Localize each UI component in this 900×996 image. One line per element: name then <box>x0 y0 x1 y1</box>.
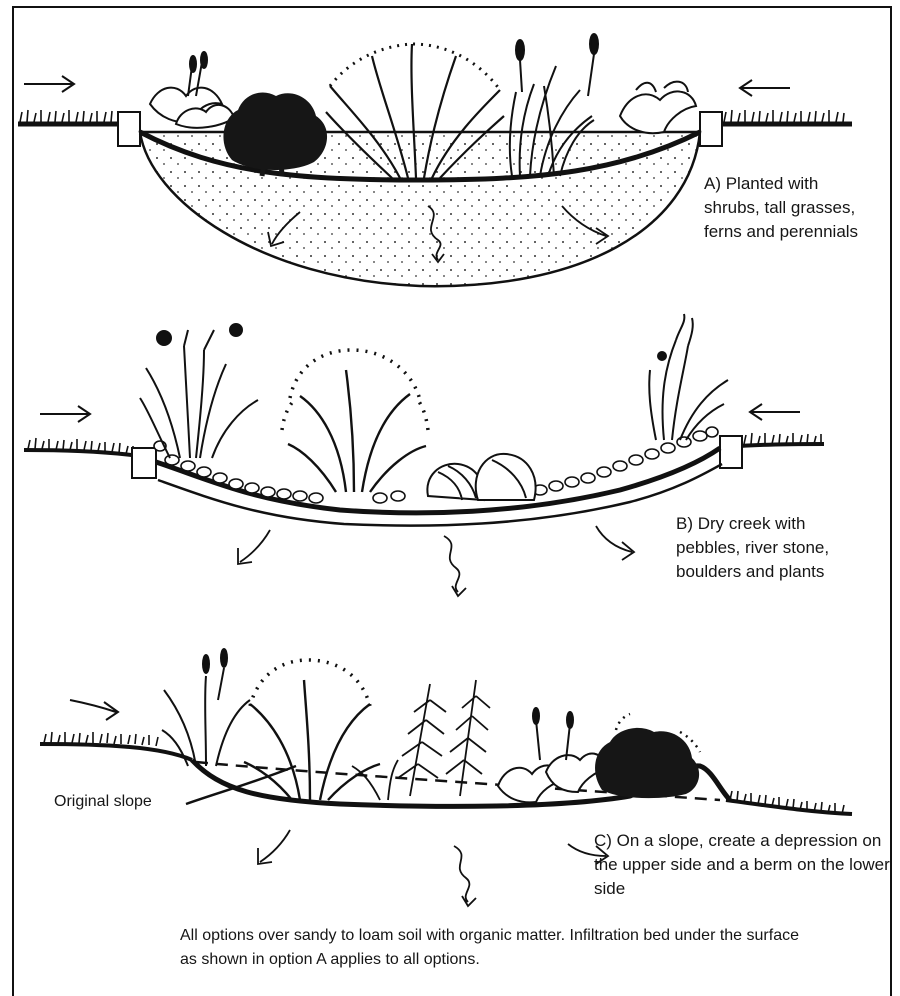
inflow-arrow-icon <box>70 700 118 720</box>
edging-block <box>700 112 722 146</box>
inflow-arrow-icon <box>24 76 74 92</box>
edging-block <box>118 112 140 146</box>
grass-left-b <box>24 438 140 456</box>
grass-right-b <box>740 433 824 446</box>
perennials-left-a <box>150 52 234 128</box>
lily-right-a <box>620 82 696 134</box>
option-b-caption: B) Dry creek with pebbles, river stone, … <box>676 512 866 584</box>
edging-block <box>720 436 742 468</box>
fern-plants-c <box>352 680 490 800</box>
infiltration-arrow-icon <box>238 526 634 596</box>
iris-plant-left-b <box>140 324 258 458</box>
grass-right-c <box>726 791 852 814</box>
inflow-arrow-icon <box>740 80 790 96</box>
grass-right-a <box>720 110 852 124</box>
infiltration-arrow-icon <box>258 830 608 906</box>
option-c-caption: C) On a slope, create a depression on th… <box>594 829 894 901</box>
option-a-section <box>18 34 852 286</box>
inflow-arrow-icon <box>40 406 90 422</box>
option-a-caption: A) Planted with shrubs, tall grasses, fe… <box>704 172 874 244</box>
grass-plant-right-b <box>649 314 728 440</box>
infiltration-bed <box>140 132 700 286</box>
grass-left-a <box>18 110 125 124</box>
boulders <box>427 454 535 500</box>
inflow-arrow-icon <box>750 404 800 420</box>
footnote: All options over sandy to loam soil with… <box>180 924 820 972</box>
edging-block <box>132 448 156 478</box>
original-slope-label: Original slope <box>54 790 152 814</box>
shrub-on-berm-c <box>595 714 700 798</box>
flowering-shrub-b <box>282 350 428 492</box>
perennials-c <box>498 708 608 802</box>
iris-plant-c <box>162 649 250 766</box>
